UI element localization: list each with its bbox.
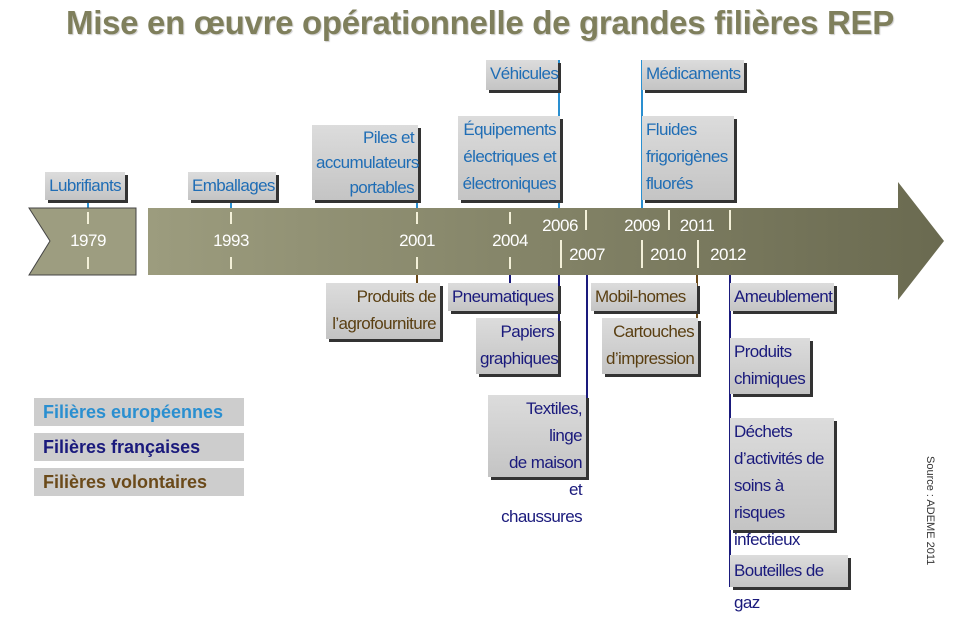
arrow-body [148, 182, 944, 300]
year-2006: 2006 [542, 216, 578, 235]
box-piles: Piles et accumulateurs portables [312, 125, 419, 200]
year-1993: 1993 [213, 231, 249, 250]
box-vehicules: Véhicules [486, 60, 559, 90]
tick [560, 240, 562, 268]
year-2004: 2004 [492, 231, 528, 250]
year-2007: 2007 [569, 245, 605, 264]
box-mobil-homes: Mobil-homes [591, 283, 697, 311]
tick [509, 212, 511, 224]
legend-european: Filières européennes [34, 398, 244, 426]
year-2011: 2011 [679, 216, 715, 235]
connector [558, 272, 560, 374]
box-pneumatiques: Pneumatiques [448, 283, 558, 311]
timeline-arrow [28, 182, 944, 300]
connector [509, 272, 511, 284]
box-produits-chimiques: Produits chimiques [730, 338, 810, 394]
tick [729, 210, 731, 230]
box-ameublement: Ameublement [730, 283, 834, 311]
connector [87, 200, 89, 208]
tick [230, 257, 232, 269]
year-2001: 2001 [399, 231, 435, 250]
box-cartouches: Cartouches d’impression [602, 318, 698, 374]
box-deee: Équipements électriques et électroniques [458, 116, 560, 200]
box-textiles: Textiles, linge de maison et chaussures [488, 395, 586, 526]
year-2012: 2012 [710, 245, 746, 264]
source-note: Source : ADEME 2011 [924, 456, 936, 566]
legend-french: Filières françaises [34, 433, 244, 461]
box-fluides: Fluides frigorigènes fluorés [642, 116, 734, 200]
connector [586, 272, 588, 477]
tick [87, 212, 89, 224]
tick [87, 257, 89, 269]
box-bouteilles-gaz: Bouteilles de gaz [730, 555, 848, 612]
connector [230, 200, 232, 208]
page-title: Mise en œuvre opérationnelle de grandes … [66, 4, 894, 41]
box-lubrifiants: Lubrifiants [45, 172, 125, 200]
year-2009: 2009 [624, 216, 660, 235]
year-2010: 2010 [650, 245, 686, 264]
tick [509, 257, 511, 269]
tick [641, 240, 643, 268]
tick [668, 210, 670, 230]
tick [416, 257, 418, 269]
tick [416, 212, 418, 224]
year-1979: 1979 [70, 231, 106, 250]
box-agrofourniture: Produits de l’agrofourniture [326, 283, 440, 339]
box-medicaments: Médicaments [642, 60, 744, 90]
legend-voluntary: Filières volontaires [34, 468, 244, 496]
tick [585, 210, 587, 230]
tick [697, 240, 699, 268]
arrow-tail [28, 207, 137, 276]
tick [230, 212, 232, 224]
connector [416, 272, 418, 284]
box-emballages: Emballages [188, 172, 276, 200]
box-dasri: Déchets d’activités de soins à risques i… [730, 418, 834, 549]
box-papiers: Papiers graphiques [476, 318, 559, 374]
